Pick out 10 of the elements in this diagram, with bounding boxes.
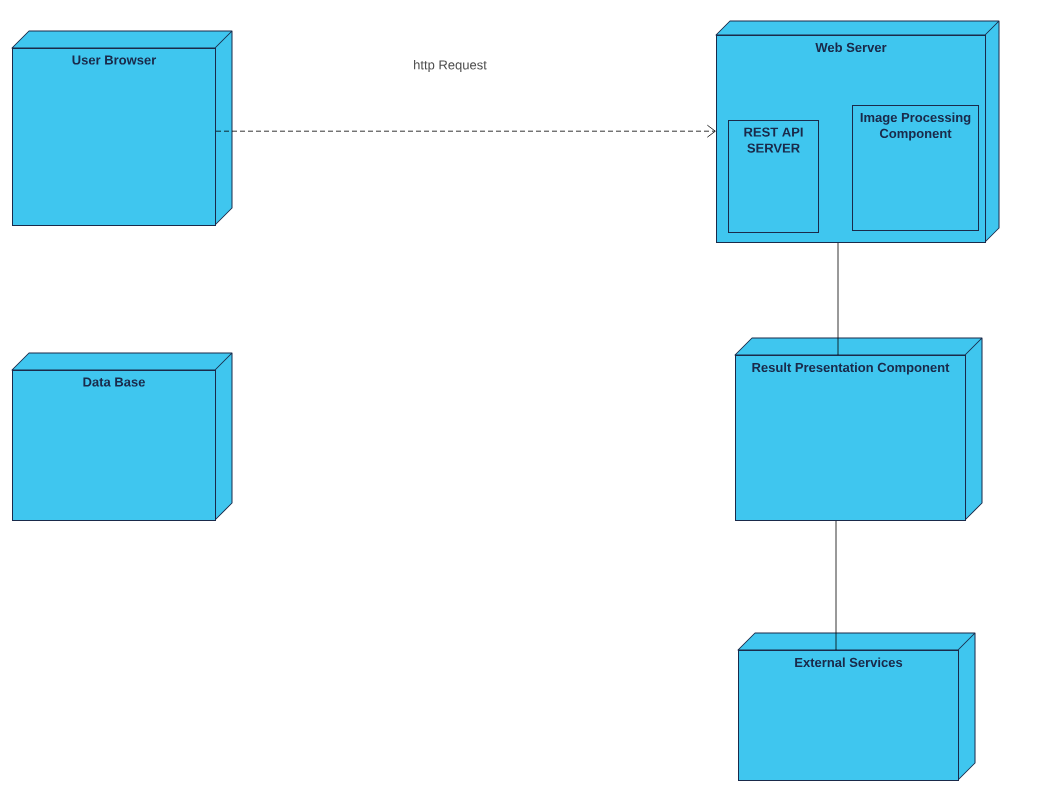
connector <box>835 520 837 651</box>
node-box: User Browser <box>11 30 233 226</box>
connector <box>215 124 716 138</box>
connector <box>837 242 839 356</box>
edge-label: http Request <box>411 57 489 75</box>
component-box: Image Processing Component <box>852 105 979 231</box>
node-box: External Services <box>737 632 976 781</box>
component-box: REST API SERVER <box>728 120 819 233</box>
node-box: Result Presentation Component <box>734 337 983 521</box>
node-box: Data Base <box>11 352 233 521</box>
